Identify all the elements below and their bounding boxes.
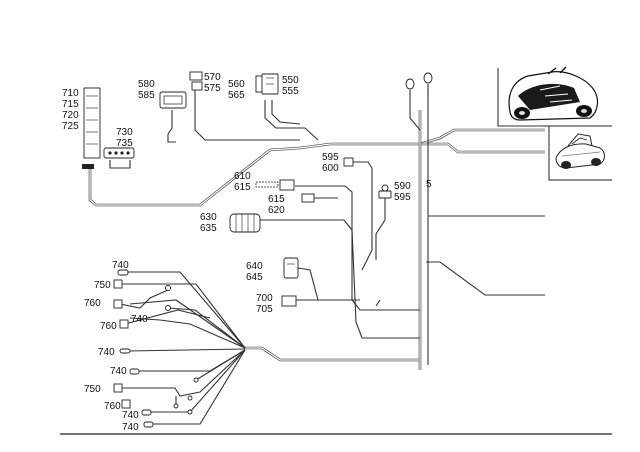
label-740-a: 740 [112, 260, 129, 271]
connector-560[interactable] [255, 73, 279, 95]
connector-710[interactable] [82, 87, 101, 169]
connector-740-5[interactable] [141, 409, 152, 416]
connector-740-1[interactable] [117, 269, 129, 276]
part-labels: 710 715 720 725 730 735 580 585 570 575 … [62, 72, 432, 433]
label-760-b: 760 [100, 321, 117, 332]
label-740-f: 740 [122, 422, 139, 433]
connector-760-2[interactable] [119, 319, 129, 329]
connector-580[interactable] [159, 91, 187, 109]
label-750-a: 750 [94, 280, 111, 291]
label-715: 715 [62, 99, 79, 110]
label-635: 635 [200, 223, 217, 234]
connector-590[interactable] [378, 184, 392, 199]
connector-740-3[interactable] [119, 348, 131, 354]
label-760-a: 760 [84, 298, 101, 309]
label-620: 620 [268, 205, 285, 216]
label-740-e: 740 [122, 410, 139, 421]
label-730: 730 [116, 127, 133, 138]
label-595-b: 595 [394, 192, 411, 203]
connector-730[interactable] [103, 147, 135, 159]
label-720: 720 [62, 110, 79, 121]
label-710: 710 [62, 88, 79, 99]
label-560: 560 [228, 79, 245, 90]
label-575: 575 [204, 83, 221, 94]
label-705: 705 [256, 304, 273, 315]
connector-595[interactable] [343, 157, 354, 167]
label-740-b: 740 [131, 314, 148, 325]
label-630: 630 [200, 212, 217, 223]
connector-570[interactable] [189, 71, 203, 91]
label-585: 585 [138, 90, 155, 101]
label-735: 735 [116, 138, 133, 149]
label-565: 565 [228, 90, 245, 101]
label-5: 5 [426, 179, 432, 190]
label-640: 640 [246, 261, 263, 272]
connector-700[interactable] [281, 295, 297, 307]
left-fan-connectors [113, 269, 199, 428]
car-roof-open-icon [555, 133, 605, 169]
connector-760-3[interactable] [121, 399, 131, 409]
label-760-c: 760 [104, 401, 121, 412]
label-615-a: 615 [234, 182, 251, 193]
sensor-top-right[interactable] [423, 72, 433, 84]
connector-610[interactable] [255, 179, 295, 191]
label-750-b: 750 [84, 384, 101, 395]
connector-640[interactable] [283, 257, 299, 279]
sensor-top-left[interactable] [405, 78, 415, 90]
connector-750-2[interactable] [113, 383, 123, 393]
label-725: 725 [62, 121, 79, 132]
connector-630[interactable] [229, 213, 261, 233]
label-550: 550 [282, 75, 299, 86]
label-555: 555 [282, 86, 299, 97]
connector-750-1[interactable] [113, 279, 123, 289]
car-overview-icon [508, 66, 599, 121]
label-570: 570 [204, 72, 221, 83]
label-610: 610 [234, 171, 251, 182]
label-590: 590 [394, 181, 411, 192]
car-overview-inset [497, 66, 612, 127]
connector-740-6[interactable] [143, 421, 154, 428]
connector-760-1[interactable] [113, 299, 123, 309]
label-740-d: 740 [110, 366, 127, 377]
label-600: 600 [322, 163, 339, 174]
connector-740-4[interactable] [129, 368, 140, 375]
label-740-c: 740 [98, 347, 115, 358]
car-roof-open-inset [548, 126, 612, 181]
label-615-b: 615 [268, 194, 285, 205]
label-580: 580 [138, 79, 155, 90]
label-700: 700 [256, 293, 273, 304]
connector-615[interactable] [301, 193, 315, 203]
label-595-a: 595 [322, 152, 339, 163]
label-645: 645 [246, 272, 263, 283]
harness-wires [88, 84, 545, 425]
